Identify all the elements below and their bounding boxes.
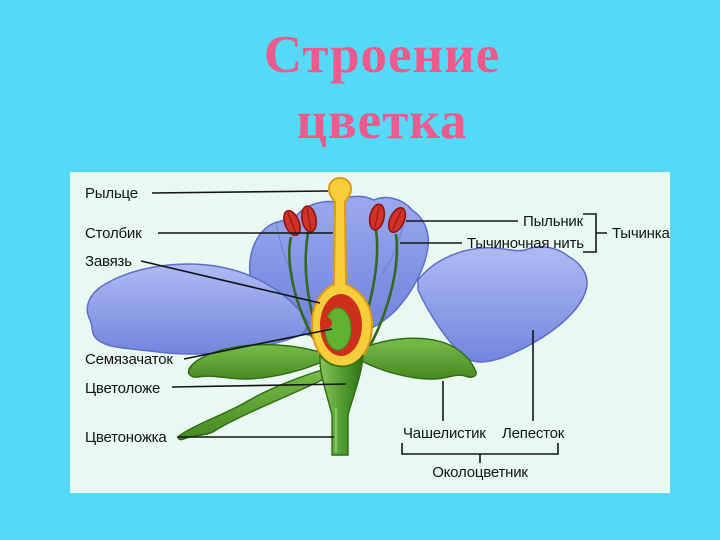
labels-group: Рыльце Столбик Завязь Семязачаток Цветол… bbox=[85, 185, 670, 481]
label-receptacle: Цветоложе bbox=[85, 380, 160, 397]
anther-crease bbox=[287, 212, 297, 234]
leader-line-ovary bbox=[140, 260, 321, 304]
label-anther: Пыльник bbox=[523, 213, 584, 230]
stamen-bracket bbox=[583, 213, 607, 253]
label-ovule: Семязачаток bbox=[85, 351, 173, 368]
diagram-panel: Рыльце Столбик Завязь Семязачаток Цветол… bbox=[70, 172, 670, 493]
label-ovary: Завязь bbox=[85, 253, 132, 270]
anther-crease bbox=[306, 208, 312, 230]
slide-title: Строение цветка bbox=[22, 22, 720, 154]
leader-line-stigma bbox=[151, 190, 329, 194]
ovule-notch bbox=[320, 317, 332, 329]
label-style: Столбик bbox=[85, 225, 142, 242]
sepals-group bbox=[177, 337, 477, 441]
leader-line-ovule bbox=[183, 328, 333, 360]
title-line-2: цветка bbox=[296, 92, 468, 150]
flower-diagram-svg: Рыльце Столбик Завязь Семязачаток Цветол… bbox=[85, 176, 670, 481]
anthers-group bbox=[283, 203, 407, 237]
label-pedicel: Цветоножка bbox=[85, 429, 167, 446]
label-sepal: Чашелистик bbox=[403, 425, 486, 442]
perianth-bracket bbox=[401, 443, 559, 463]
label-petal: Лепесток bbox=[502, 425, 565, 442]
sepal-left-lower-shape bbox=[177, 367, 329, 441]
ovule-shape bbox=[324, 307, 352, 351]
label-filament: Тычиночная нить bbox=[467, 235, 584, 252]
sepal-right-shape bbox=[357, 337, 477, 380]
leader-line-receptacle bbox=[171, 383, 347, 388]
receptacle-group bbox=[319, 352, 364, 456]
label-stigma: Рыльце bbox=[85, 185, 138, 202]
title-line-1: Строение bbox=[263, 26, 501, 84]
anther-crease bbox=[392, 209, 402, 231]
anther-crease bbox=[374, 206, 380, 228]
label-perianth: Околоцветник bbox=[432, 464, 528, 481]
label-stamen: Тычинка bbox=[612, 225, 670, 242]
receptacle-stem-shape bbox=[319, 352, 364, 456]
leader-lines-group bbox=[140, 190, 607, 463]
